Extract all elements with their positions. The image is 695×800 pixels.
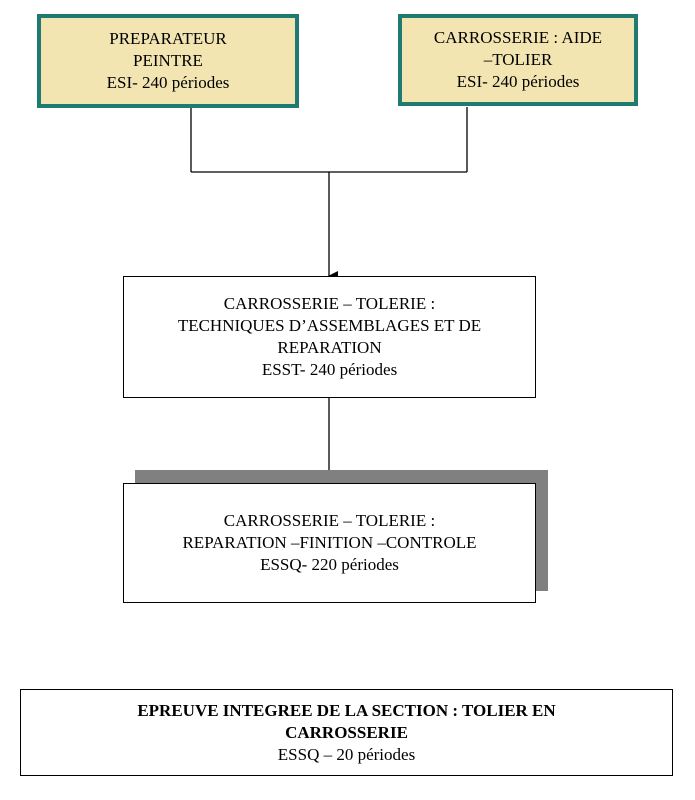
esst-title-line3: REPARATION: [277, 338, 382, 357]
aide-tolier-box: CARROSSERIE : AIDE –TOLIER ESI- 240 péri…: [398, 14, 638, 106]
esst-title-line2: TECHNIQUES D’ASSEMBLAGES ET DE: [177, 316, 482, 335]
epreuve-periods: ESSQ – 20 périodes: [277, 744, 416, 764]
essq-periods: ESSQ- 220 périodes: [260, 555, 399, 574]
esst-box: CARROSSERIE – TOLERIE : TECHNIQUES D’ASS…: [123, 276, 536, 398]
esst-title-line1: CARROSSERIE – TOLERIE :: [223, 294, 436, 313]
essq-title-line2: REPARATION –FINITION –CONTROLE: [182, 533, 477, 552]
aide-tolier-periods: ESI- 240 périodes: [456, 72, 580, 91]
preparateur-title-line1: PREPARATEUR: [109, 29, 227, 48]
preparateur-periods: ESI- 240 périodes: [106, 73, 230, 92]
preparateur-peintre-box: PREPARATEUR PEINTRE ESI- 240 périodes: [37, 14, 299, 108]
aide-tolier-title-line2: –TOLIER: [483, 50, 553, 69]
epreuve-title-line1: EPREUVE INTEGREE DE LA SECTION : TOLIER …: [137, 700, 556, 720]
aide-tolier-title-line1: CARROSSERIE : AIDE: [433, 28, 603, 47]
preparateur-title-line2: PEINTRE: [133, 51, 203, 70]
essq-title-line1: CARROSSERIE – TOLERIE :: [223, 511, 436, 530]
epreuve-title-line2: CARROSSERIE: [285, 722, 408, 742]
esst-periods: ESST- 240 périodes: [261, 360, 398, 379]
epreuve-integree-box: EPREUVE INTEGREE DE LA SECTION : TOLIER …: [20, 689, 673, 776]
essq-box: CARROSSERIE – TOLERIE : REPARATION –FINI…: [123, 483, 536, 603]
